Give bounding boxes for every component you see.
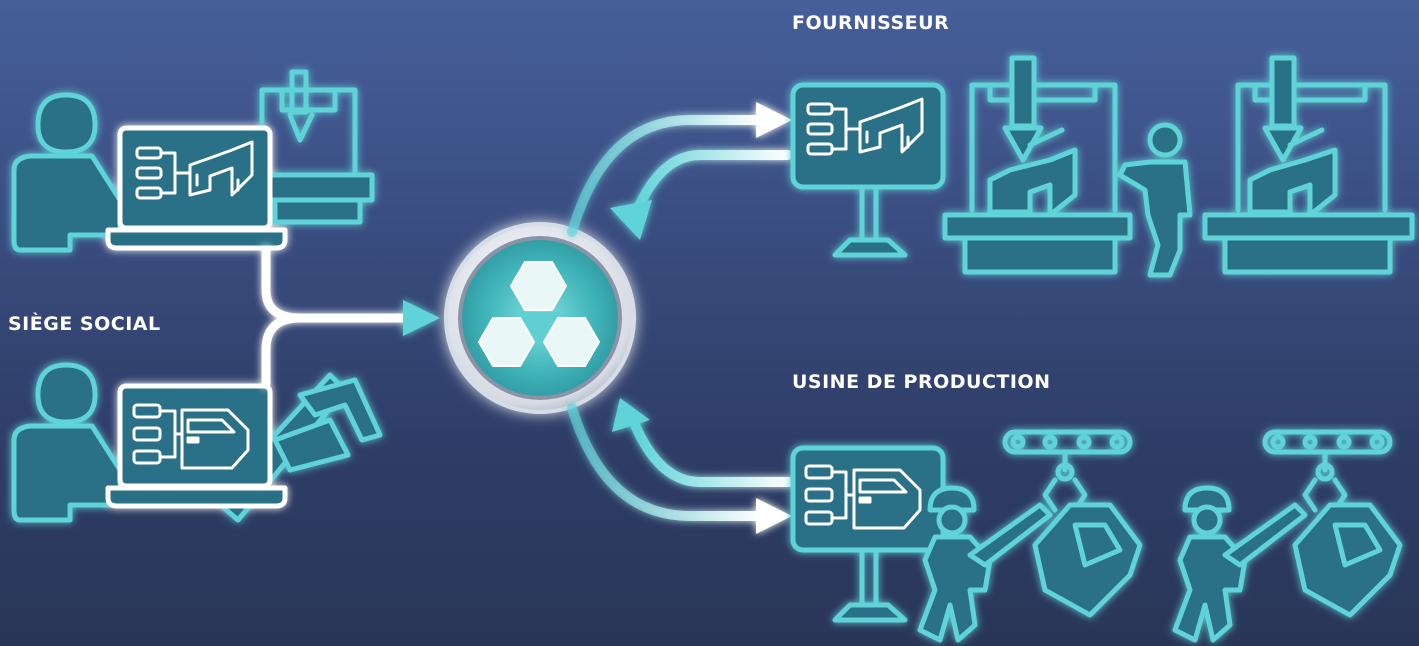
robot-arm-icon [259, 69, 375, 225]
plant-arrows [567, 398, 795, 534]
worker-icon [11, 92, 123, 253]
bracket-part-icon [135, 140, 254, 200]
car-door-part-icon [1032, 502, 1143, 618]
worker-icon [11, 362, 123, 523]
supplier-arrows [567, 102, 793, 240]
laptop-icon [105, 383, 288, 509]
bracket-part-icon [806, 97, 924, 156]
production-plant-label: USINE DE PRODUCTION [792, 371, 1051, 393]
headquarters-label: SIÈGE SOCIAL [8, 313, 161, 335]
robot-arm-icon [942, 55, 1133, 275]
conveyor-icon [1262, 429, 1393, 513]
worker-icon [1117, 122, 1193, 278]
monitor-icon [790, 445, 946, 623]
supplier-label: FOURNISSEUR [792, 12, 950, 34]
supplier-group [790, 55, 1415, 278]
plant-group [790, 429, 1403, 643]
hq-connector [261, 245, 440, 389]
network-hub-icon [444, 222, 636, 414]
conveyor-icon [1002, 429, 1133, 513]
worker-icon [917, 485, 1053, 643]
car-door-part-icon [132, 403, 250, 470]
laptop-icon [105, 125, 288, 251]
arrow-head-icon [403, 300, 440, 336]
hq-top-workstation [11, 69, 375, 253]
robot-arm-icon [1202, 55, 1415, 275]
worker-icon [1172, 485, 1308, 643]
car-door-part-icon [804, 464, 922, 530]
hq-bottom-workstation [11, 362, 383, 523]
car-door-part-icon [1292, 502, 1403, 618]
